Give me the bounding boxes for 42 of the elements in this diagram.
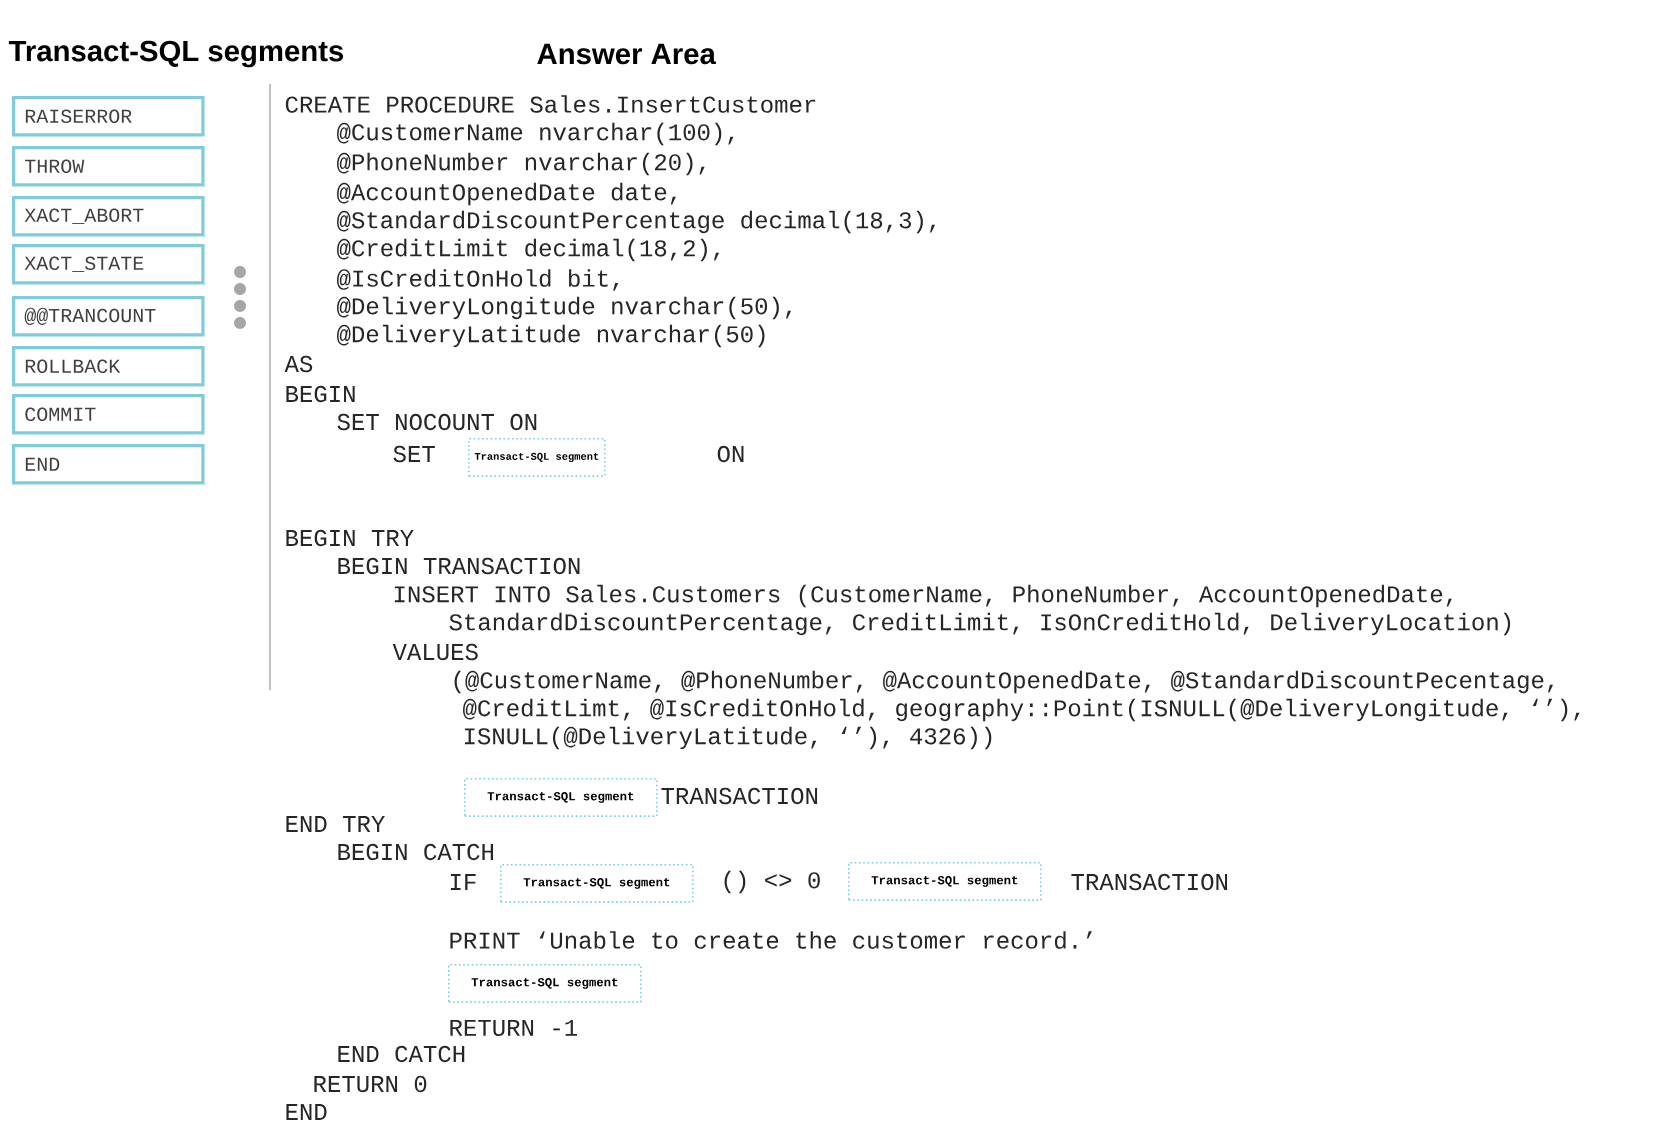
segment-tile: @@TRANCOUNT [12,296,205,337]
section-heading: Transact-SQL segments [8,40,344,68]
code-line: @DeliveryLongitude nvarchar(50), [337,296,792,320]
code-line: () <> 0 [724,870,820,894]
code-line: ON [717,445,744,463]
segment-tile: COMMIT [12,394,205,435]
code-line: StandardDiscountPercentage, CreditLimit, IsOnCreditHold, DeliveryLocation) [449,612,1511,636]
code-line: SET [393,445,435,463]
code-line: @DeliveryLatitude nvarchar(50) [337,324,765,348]
segment-tile: XACT_STATE [12,244,205,285]
code-line: RETURN 0 [314,1075,427,1093]
code-line: END [286,1104,327,1120]
code-line: BEGIN [286,385,355,403]
code-line: @CustomerName nvarchar(100), [337,122,734,146]
code-line: @IsCreditOnHold bit, [337,269,619,291]
code-line: SET NOCOUNT ON [337,413,537,431]
code-line: PRINT ‘Unable to create the customer record.’ [450,931,1092,949]
code-line: AS [284,355,313,373]
segment-tile: THROW [12,146,205,187]
code-line: CREATE PROCEDURE Sales.InsertCustomer [285,95,816,113]
code-line: (@CustomerName, @PhoneNumber, @AccountOpenedDate, @StandardDiscountPecentage, [454,670,1554,694]
code-line: BEGIN TRANSACTION [338,557,580,575]
code-line: TRANSACTION [661,787,818,805]
code-line: END CATCH [338,1045,465,1063]
code-line: @StandardDiscountPercentage decimal(18,3), [337,210,936,234]
segment-tile: XACT_ABORT [12,196,205,237]
code-line: @PhoneNumber nvarchar(20), [337,152,705,176]
code-line: IF [450,874,476,890]
code-line: VALUES [392,643,478,661]
code-line: INSERT INTO Sales.Customers (CustomerName, PhoneNumber, AccountOpenedDate, [394,584,1452,608]
section-heading: Answer Area [537,43,716,65]
segment-tile: END [12,443,205,485]
code-line: BEGIN CATCH [338,843,494,861]
code-line: ISNULL(@DeliveryLatitude, ‘’), 4326)) [464,726,992,750]
code-line: END TRY [286,816,385,832]
segment-tile: ROLLBACK [12,345,205,387]
code-line: TRANSACTION [1071,873,1228,891]
code-line: @CreditLimt, @IsCreditOnHold, geography::Point(ISNULL(@DeliveryLongitude, ‘’), [463,698,1580,722]
code-line: BEGIN TRY [286,529,414,547]
code-line: @CreditLimit decimal(18,2), [337,238,720,262]
segment-tile: RAISERROR [12,96,205,137]
code-line: @AccountOpenedDate date, [337,182,676,206]
